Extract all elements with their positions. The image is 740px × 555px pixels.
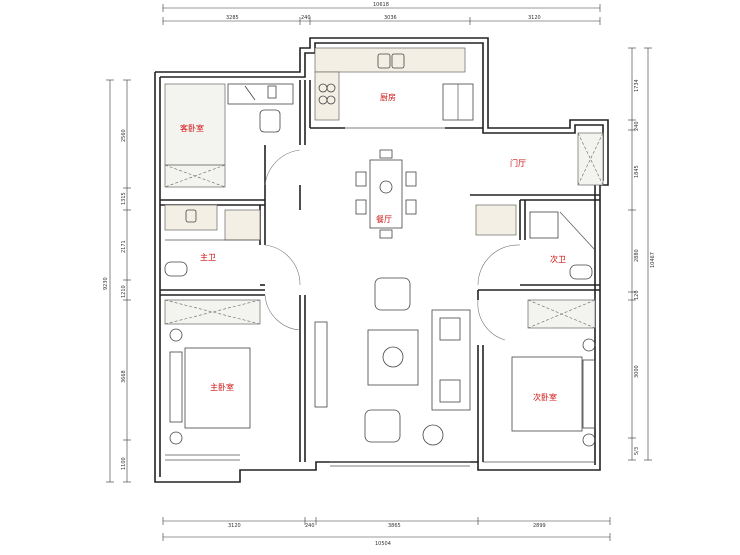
kitchen: 厨房: [314, 47, 474, 129]
label-master-bedroom: 主卧室: [210, 382, 234, 392]
master-bath: 主卫: [164, 204, 301, 286]
dim-top-4: 3120: [528, 15, 541, 21]
dim-left-total: 9230: [103, 277, 109, 290]
dim-top-3: 3036: [384, 15, 397, 21]
right-dimensions: 1734 240 1845 2880 120 3000 5/3 10467: [628, 47, 656, 461]
dim-bottom-total: 10504: [375, 541, 391, 547]
label-dining: 餐厅: [376, 215, 392, 224]
master-bedroom: 主卧室: [164, 294, 301, 445]
dim-left-1: 2560: [121, 129, 127, 142]
dim-bottom-2: 240: [305, 523, 315, 529]
dim-left-2: 1315: [121, 192, 127, 205]
dim-left-6: 1100: [121, 457, 127, 470]
dim-left-3: 2171: [121, 240, 127, 253]
dim-right-3: 1845: [634, 165, 640, 178]
living-area: [314, 277, 506, 446]
dim-bottom-1: 3120: [228, 523, 241, 529]
label-second-bedroom: 次卧室: [533, 392, 557, 402]
dim-top-2: 240: [301, 15, 311, 21]
dim-right-4: 2880: [634, 249, 640, 262]
second-bath: 次卫: [475, 204, 596, 286]
label-guest-bedroom: 客卧室: [180, 123, 204, 133]
dim-right-2: 240: [634, 121, 640, 131]
dim-left-4: 1210: [121, 285, 127, 298]
dining-area: 餐厅: [355, 149, 417, 239]
label-kitchen: 厨房: [380, 92, 396, 102]
guest-bedroom: 客卧室: [164, 83, 301, 188]
top-dimensions: 10618 3285 240 3036 3120: [162, 2, 601, 25]
windows: [165, 454, 595, 467]
dim-right-5: 120: [634, 290, 640, 300]
label-entrance-hall: 门厅: [510, 158, 526, 168]
bottom-dimensions: 3120 240 3865 2899 10504: [162, 517, 611, 547]
label-master-bath: 主卫: [200, 252, 216, 262]
dim-right-1: 1734: [634, 79, 640, 92]
dim-bottom-4: 2899: [533, 523, 546, 529]
inner-walls: [160, 80, 600, 462]
label-second-bath: 次卫: [550, 254, 566, 264]
dim-bottom-3: 3865: [388, 523, 401, 529]
dim-right-total: 10467: [650, 252, 656, 268]
entrance-hall: 门厅: [510, 132, 604, 186]
left-dimensions: 9230 2560 1315 2171 1210 3668 1100: [103, 79, 131, 483]
dim-left-5: 3668: [121, 370, 127, 383]
dim-right-7: 5/3: [634, 447, 640, 455]
dim-top-total: 10618: [373, 2, 389, 8]
dim-right-6: 3000: [634, 365, 640, 378]
dim-top-1: 3285: [226, 15, 239, 21]
second-bedroom: 次卧室: [511, 299, 596, 447]
